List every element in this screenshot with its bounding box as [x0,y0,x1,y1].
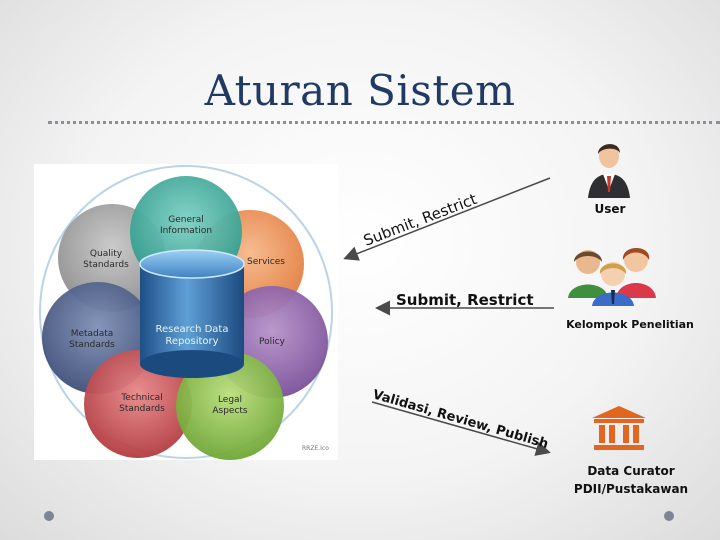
user-label: User [594,202,626,216]
arrow-group-label: Submit, Restrict [396,291,534,309]
diagram-credit: RRZE.Ico [302,445,329,452]
petal-legal [176,352,284,460]
petal-services-label: Services [247,257,285,267]
repository-cylinder-body [140,264,244,364]
group-label: Kelompok Penelitian [566,318,694,331]
repository-cylinder-bottom [140,350,244,378]
arrow-user-label: Submit, Restrict [361,190,479,250]
repository-cylinder-top [139,249,245,279]
user-icon [588,144,630,198]
arrow-user [343,177,551,261]
curator-label: Data Curator PDII/Pustakawan [556,462,706,498]
arrow-curator-label: Validasi, Review, Publish [371,387,550,452]
curator-label-line1: Data Curator [587,464,675,478]
page-title: Aturan Sistem [204,66,516,115]
group-icon [568,248,656,306]
slide-bullet-right [664,511,674,521]
slide-bullet-left [44,511,54,521]
petal-technical [84,350,192,458]
title-divider [48,121,720,124]
institution-icon [592,406,646,450]
petal-policy-label: Policy [259,337,286,347]
curator-label-line2: PDII/Pustakawan [573,482,689,496]
arrow-curator [371,401,551,456]
